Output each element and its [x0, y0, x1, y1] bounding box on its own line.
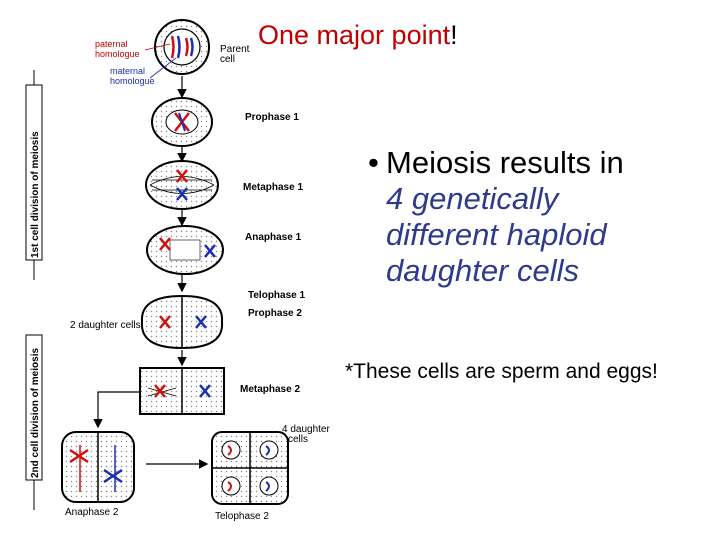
- slide-title: One major point!: [258, 20, 458, 51]
- prophase2-label: Prophase 2: [248, 308, 302, 319]
- anaphase2-cell: [62, 432, 134, 502]
- telophase1-label: Telophase 1: [248, 290, 305, 301]
- telophase1-cell: [142, 296, 222, 348]
- first-division-bracket: 1st cell division of meiosis: [26, 70, 42, 280]
- second-division-label: 2nd cell division of meiosis: [30, 348, 41, 478]
- second-division-bracket: 2nd cell division of meiosis: [26, 335, 42, 510]
- anaphase1-cell: [147, 226, 223, 274]
- anaphase2-label: Anaphase 2: [65, 507, 119, 518]
- bullet-dot-icon: •: [368, 145, 386, 181]
- bullet-point: •Meiosis results in 4 genetically differ…: [368, 145, 624, 289]
- metaphase2-cell: [140, 368, 224, 414]
- telophase2-cells: [212, 432, 288, 504]
- parent-cell: [155, 20, 209, 74]
- bullet-line-1: 4 genetically: [368, 181, 624, 217]
- anaphase1-label: Anaphase 1: [245, 232, 302, 243]
- maternal-label-1: maternal: [110, 66, 145, 76]
- footnote: *These cells are sperm and eggs!: [345, 360, 658, 384]
- bullet-line-3: daughter cells: [368, 253, 624, 289]
- first-division-label: 1st cell division of meiosis: [30, 131, 41, 258]
- metaphase1-label: Metaphase 1: [243, 182, 303, 193]
- metaphase1-cell: [146, 161, 218, 209]
- prophase1-label: Prophase 1: [245, 112, 299, 123]
- slide-title-mark: !: [450, 20, 458, 50]
- bullet-line-2: different haploid: [368, 217, 624, 253]
- prophase1-cell: [152, 98, 212, 146]
- paternal-label-1: paternal: [95, 39, 128, 49]
- telophase2-label: Telophase 2: [215, 511, 269, 522]
- two-daughter-label: 2 daughter cells: [70, 320, 141, 331]
- slide-title-text: One major point: [258, 20, 450, 50]
- metaphase2-label: Metaphase 2: [240, 384, 300, 395]
- maternal-label-2: homologue: [110, 76, 155, 86]
- parent-label-2: cell: [220, 54, 235, 65]
- bullet-lead: Meiosis results in: [386, 145, 624, 180]
- paternal-label-2: homologue: [95, 49, 140, 59]
- four-daughter-label-2: cells: [288, 434, 308, 445]
